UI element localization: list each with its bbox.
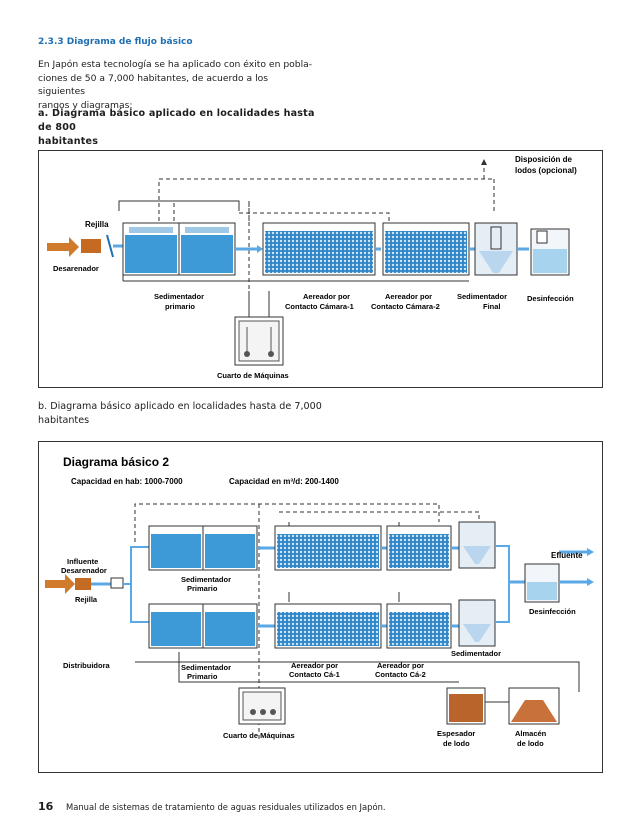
capacidad-hab: Capacidad en hab: 1000-7000: [71, 477, 183, 486]
label-sed-final: Sedimentador: [457, 292, 507, 301]
label-aereador-1-b: Aereador por: [291, 661, 338, 670]
svg-text:primario: primario: [165, 302, 195, 311]
label-desarenador-b: Desarenador: [61, 566, 107, 575]
recycle-line: [239, 212, 390, 223]
caption-a-line: habitantes: [38, 136, 99, 147]
svg-text:Primario: Primario: [187, 584, 218, 593]
label-sed-primario-bottom: Sedimentador: [181, 663, 231, 672]
figure-b-svg: Diagrama básico 2 Capacidad en hab: 1000…: [45, 455, 594, 748]
intro-line: rangos y diagramas:: [38, 99, 133, 111]
figure-a-svg: Rejilla Desarenador Sedimentador primari…: [47, 155, 577, 380]
label-desarenador: Desarenador: [53, 264, 99, 273]
svg-text:Contacto Cá-2: Contacto Cá-2: [375, 670, 426, 679]
influent-arrow-b: [45, 574, 75, 594]
svg-text:de lodo: de lodo: [443, 739, 470, 748]
label-influente: Influente: [67, 557, 98, 566]
intro-paragraph: En Japón esta tecnología se ha aplicado …: [38, 58, 318, 112]
svg-text:Contacto Cámara-2: Contacto Cámara-2: [371, 302, 440, 311]
label-sed-primario-top: Sedimentador: [181, 575, 231, 584]
capacidad-m3: Capacidad en m³/d: 200-1400: [229, 477, 339, 486]
caption-b-line: habitantes: [38, 415, 90, 426]
label-distribuidora: Distribuidora: [63, 661, 110, 670]
rejilla-b: [110, 577, 124, 589]
label-rejilla: Rejilla: [85, 220, 109, 229]
label-aereador-2: Aereador por: [385, 292, 432, 301]
label-cuarto: Cuarto de Máquinas: [217, 371, 289, 380]
caption-b-line: b. Diagrama básico aplicado en localidad…: [38, 401, 322, 412]
svg-text:Final: Final: [483, 302, 501, 311]
caption-b: b. Diagrama básico aplicado en localidad…: [38, 400, 328, 428]
label-cuarto-b: Cuarto de Máquinas: [223, 731, 295, 740]
figure-a-diagram: Rejilla Desarenador Sedimentador primari…: [38, 150, 603, 388]
label-sedimentador-b: Sedimentador: [451, 649, 501, 658]
section-heading: 2.3.3 Diagrama de flujo básico: [38, 37, 193, 47]
figure-b-title: Diagrama básico 2: [63, 455, 169, 469]
label-aereador-2-b: Aereador por: [377, 661, 424, 670]
figure-b-diagram: Diagrama básico 2 Capacidad en hab: 1000…: [38, 441, 603, 773]
label-espesador: Espesador: [437, 729, 475, 738]
svg-text:lodos (opcional): lodos (opcional): [515, 166, 577, 175]
label-efluente: Efluente: [551, 551, 583, 560]
svg-text:Primario: Primario: [187, 672, 218, 681]
intro-line: En Japón esta tecnología se ha aplicado …: [38, 59, 313, 70]
caption-a: a. Diagrama básico aplicado en localidad…: [38, 107, 328, 149]
label-desinfeccion: Desinfección: [527, 294, 574, 303]
label-rejilla-b: Rejilla: [75, 595, 98, 604]
intro-line: ciones de 50 a 7,000 habitantes, de acue…: [38, 72, 269, 98]
page-number: 16: [38, 800, 54, 813]
svg-text:de lodo: de lodo: [517, 739, 544, 748]
desarenador-b: [75, 578, 91, 590]
rejilla-screen: [106, 234, 114, 258]
label-sed-primario: Sedimentador: [154, 292, 204, 301]
caption-a-line: a. Diagrama básico aplicado en localidad…: [38, 108, 315, 133]
return-line: [158, 178, 494, 221]
influent-arrow: [47, 237, 79, 257]
label-aereador-1: Aereador por: [303, 292, 350, 301]
footer-text: Manual de sistemas de tratamiento de agu…: [66, 802, 386, 812]
svg-text:Contacto Cámara-1: Contacto Cámara-1: [285, 302, 354, 311]
svg-text:Contacto Cá-1: Contacto Cá-1: [289, 670, 340, 679]
label-disposicion: Disposición de: [515, 155, 572, 164]
label-almacen: Almacén: [515, 729, 547, 738]
label-desinfeccion-b: Desinfección: [529, 607, 576, 616]
desarenador-tank: [81, 239, 101, 253]
recycle-line: [118, 200, 240, 211]
